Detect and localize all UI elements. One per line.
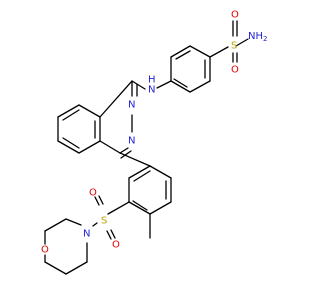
- bond-tol-6: [128, 165, 151, 179]
- atom-n-morpholine: N: [83, 229, 90, 240]
- bond-tol-4: [128, 201, 151, 215]
- bond-benz-3: [170, 80, 191, 93]
- bond-s2-o3-2: [106, 230, 112, 240]
- bond-s2-o3: [110, 229, 116, 239]
- bond-benzo-inner-2: [62, 137, 80, 149]
- bond-tol-1: [149, 165, 172, 179]
- bond-benzo-4: [57, 140, 80, 154]
- bond-benzo-inner-1: [62, 109, 80, 121]
- bond-n3-c4: [119, 147, 129, 154]
- bond-c8a-c1: [99, 80, 133, 118]
- bond-benz-inner-2: [173, 78, 188, 88]
- atom-n-phthalazine-lower: N: [128, 136, 135, 147]
- bond-tol-inner-3: [133, 170, 151, 182]
- bond-morph-5: [44, 261, 67, 275]
- atom-labels: NH2 S O O N H N N S O O N O: [41, 10, 267, 256]
- molecule-structure: NH2 S O O N H N N S O O N O: [41, 10, 267, 275]
- bond-c4-c4a: [99, 140, 121, 154]
- atom-s-sulfonyl: S: [101, 216, 107, 227]
- atom-o-sulfonamide-top: O: [231, 10, 239, 21]
- bond-s-aryl: [209, 46, 229, 58]
- bond-c4-aryl: [119, 152, 151, 167]
- bond-tol-inner-2: [132, 200, 148, 211]
- atom-o-sulfonyl-bottom: O: [112, 240, 120, 251]
- bond-morph-1: [65, 218, 82, 226]
- bond-benzo-2: [57, 104, 80, 118]
- bond-s2-o4: [94, 196, 100, 206]
- atom-o-morpholine: O: [41, 245, 49, 256]
- atom-o-sulfonamide-bottom: O: [231, 65, 239, 76]
- atom-s-sulfonamide: S: [231, 41, 237, 52]
- bond-benzo-5: [78, 140, 101, 154]
- bond-s2-o4-2: [98, 195, 104, 205]
- bond-benz-6: [189, 45, 211, 58]
- bond-benz-2: [189, 80, 211, 93]
- bond-tol-3: [149, 201, 172, 215]
- bond-benzo-1: [78, 104, 101, 118]
- bond-aryl-nh: [156, 80, 172, 89]
- bond-morph-6: [65, 261, 88, 275]
- bond-benz-inner-3: [175, 50, 191, 60]
- bonds: [44, 20, 249, 275]
- atom-n-phthalazine-upper: N: [128, 100, 135, 111]
- atom-o-sulfonyl-top: O: [89, 188, 97, 199]
- atom-nh-n: N: [148, 85, 155, 96]
- bond-n3-c4-inner: [120, 150, 132, 159]
- bond-benz-5: [170, 45, 191, 58]
- bond-nh-c1: [131, 80, 146, 90]
- bond-tol-s2: [107, 201, 130, 215]
- atom-nh-h: H: [148, 75, 156, 86]
- molecule-canvas: NH2 S O O N H N N S O O N O: [41, 10, 267, 275]
- atom-nh2-subscript: 2: [263, 35, 267, 43]
- bond-s2-nmorph: [92, 222, 98, 227]
- bond-s-nh2: [235, 38, 249, 47]
- bond-morph-2: [44, 218, 67, 232]
- atom-nh2: NH2: [248, 31, 267, 44]
